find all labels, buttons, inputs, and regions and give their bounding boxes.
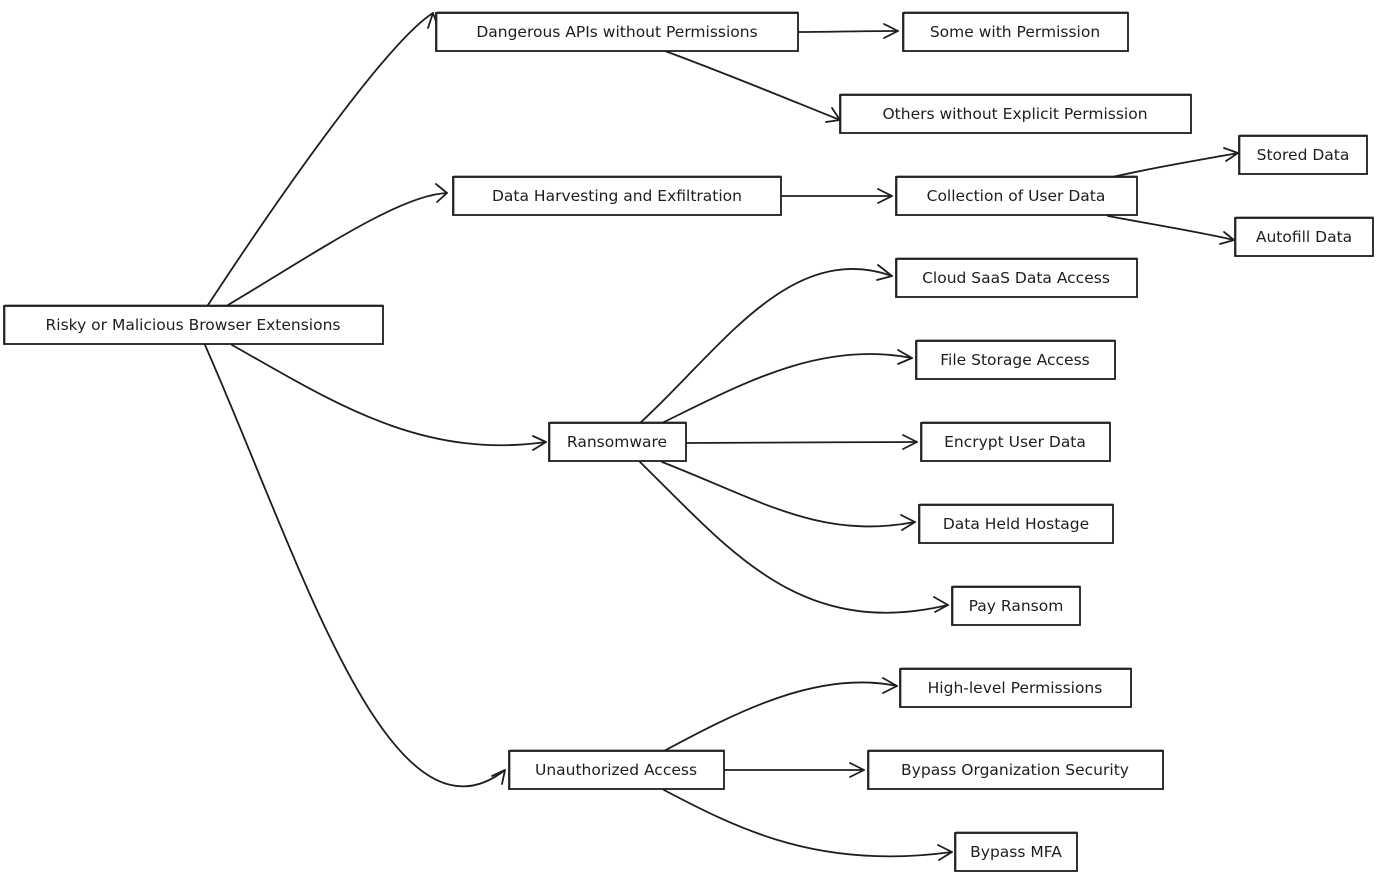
edge-root-to-data-harvesting [227, 183, 448, 306]
edge-dangerous-apis-to-some-with-permission [797, 23, 899, 39]
node-ransomware-label: Ransomware [567, 433, 667, 451]
node-pay-ransom[interactable]: Pay Ransom [951, 585, 1081, 626]
node-bypass-mfa[interactable]: Bypass MFA [954, 831, 1078, 872]
edge-unauthorized-access-to-high-level-permissions [663, 677, 898, 752]
nodes-layer: Risky or Malicious Browser Extensions Da… [3, 11, 1374, 872]
node-collection-user-data[interactable]: Collection of User Data [895, 175, 1138, 216]
edge-root-to-unauthorized-access [204, 344, 506, 788]
edge-data-harvesting-to-collection-user-data [780, 188, 893, 204]
edge-ransomware-to-data-held-hostage [661, 461, 916, 531]
edges-layer [204, 12, 1239, 861]
edge-collection-user-data-to-autofill-data [1107, 215, 1235, 245]
node-encrypt-user-data-label: Encrypt User Data [944, 433, 1086, 451]
node-others-without-permission-label: Others without Explicit Permission [882, 105, 1147, 123]
node-file-storage[interactable]: File Storage Access [915, 339, 1116, 380]
node-file-storage-label: File Storage Access [940, 351, 1090, 369]
edge-dangerous-apis-to-others-without-permission [664, 50, 841, 123]
edge-ransomware-to-file-storage [661, 349, 913, 424]
edge-root-to-ransomware [231, 344, 547, 451]
node-data-harvesting[interactable]: Data Harvesting and Exfiltration [452, 175, 782, 216]
node-unauthorized-access[interactable]: Unauthorized Access [508, 749, 725, 790]
node-others-without-permission[interactable]: Others without Explicit Permission [839, 93, 1192, 134]
node-root[interactable]: Risky or Malicious Browser Extensions [3, 304, 384, 345]
node-cloud-saas[interactable]: Cloud SaaS Data Access [895, 257, 1138, 298]
node-bypass-org-security-label: Bypass Organization Security [901, 761, 1129, 779]
node-unauthorized-access-label: Unauthorized Access [535, 761, 697, 779]
node-data-held-hostage[interactable]: Data Held Hostage [918, 503, 1114, 544]
node-dangerous-apis[interactable]: Dangerous APIs without Permissions [435, 11, 799, 52]
node-cloud-saas-label: Cloud SaaS Data Access [922, 269, 1110, 287]
node-encrypt-user-data[interactable]: Encrypt User Data [920, 421, 1111, 462]
node-some-with-permission[interactable]: Some with Permission [902, 11, 1129, 52]
node-stored-data[interactable]: Stored Data [1238, 134, 1368, 175]
node-bypass-org-security[interactable]: Bypass Organization Security [867, 749, 1164, 790]
node-bypass-mfa-label: Bypass MFA [970, 843, 1062, 861]
node-high-level-permissions[interactable]: High-level Permissions [899, 667, 1132, 708]
node-autofill-data-label: Autofill Data [1256, 228, 1352, 246]
node-pay-ransom-label: Pay Ransom [969, 597, 1064, 615]
node-dangerous-apis-label: Dangerous APIs without Permissions [476, 23, 757, 41]
node-data-held-hostage-label: Data Held Hostage [943, 515, 1089, 533]
edge-unauthorized-access-to-bypass-org-security [723, 762, 865, 778]
node-ransomware[interactable]: Ransomware [548, 421, 687, 462]
edge-ransomware-to-encrypt-user-data [685, 434, 918, 450]
node-stored-data-label: Stored Data [1257, 146, 1350, 164]
node-root-label: Risky or Malicious Browser Extensions [46, 316, 341, 334]
edge-unauthorized-access-to-bypass-mfa [663, 789, 953, 861]
edge-ransomware-to-cloud-saas [639, 264, 893, 424]
node-some-with-permission-label: Some with Permission [930, 23, 1100, 41]
edge-ransomware-to-pay-ransom [639, 461, 949, 614]
edge-root-to-dangerous-apis [207, 12, 439, 306]
node-data-harvesting-label: Data Harvesting and Exfiltration [492, 187, 742, 205]
node-autofill-data[interactable]: Autofill Data [1234, 216, 1374, 257]
node-collection-user-data-label: Collection of User Data [927, 187, 1106, 205]
edge-collection-user-data-to-stored-data [1107, 147, 1239, 179]
node-high-level-permissions-label: High-level Permissions [928, 679, 1103, 697]
